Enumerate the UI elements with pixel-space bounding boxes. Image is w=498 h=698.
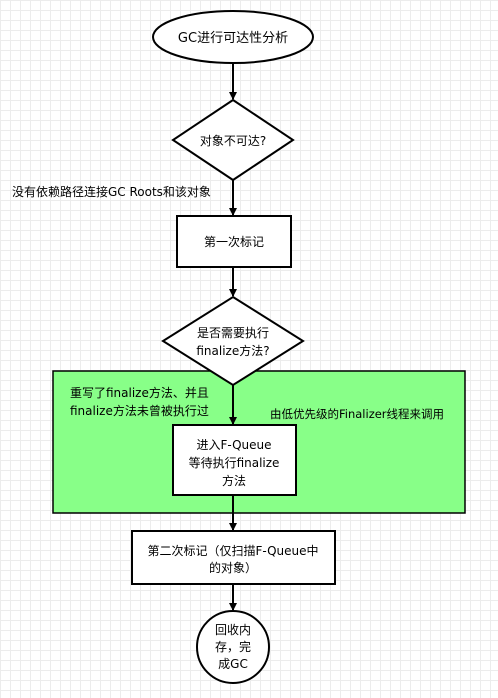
reachable-decision-label: 对象不可达? (200, 134, 266, 148)
end-label-2: 存，完 (215, 639, 251, 654)
finalize-decision-label-1: 是否需要执行 (197, 326, 269, 340)
finalize-decision (161, 295, 305, 387)
finalize-decision-label-2: finalize方法? (196, 343, 269, 358)
fqueue-label-1: 进入F-Queue (196, 438, 271, 452)
finalizer-thread-label: 由低优先级的Finalizer线程来调用 (270, 407, 444, 421)
second-mark-label-1: 第二次标记（仅扫描F-Queue中 (147, 543, 318, 558)
start-node-label: GC进行可达性分析 (178, 31, 288, 46)
second-mark-label-2: 的对象） (209, 560, 257, 575)
first-mark-label: 第一次标记 (204, 235, 264, 249)
first-mark-node (176, 215, 292, 268)
reachable-decision (171, 98, 295, 182)
overridden-label-1: 重写了finalize方法、并且 (70, 385, 209, 400)
start-node (152, 10, 314, 64)
overridden-label-2: finalize方法未曾被执行过 (70, 403, 209, 418)
end-label-1: 回收内 (215, 623, 251, 637)
no-reference-chain-label: 没有依赖路径连接GC Roots和该对象 (12, 184, 211, 199)
fqueue-label-3: 方法 (222, 473, 246, 488)
end-node (196, 610, 270, 684)
fqueue-label-2: 等待执行finalize (189, 456, 280, 470)
fqueue-node (172, 424, 297, 496)
end-label-3: 成GC (218, 657, 248, 671)
second-mark-node (131, 530, 336, 585)
